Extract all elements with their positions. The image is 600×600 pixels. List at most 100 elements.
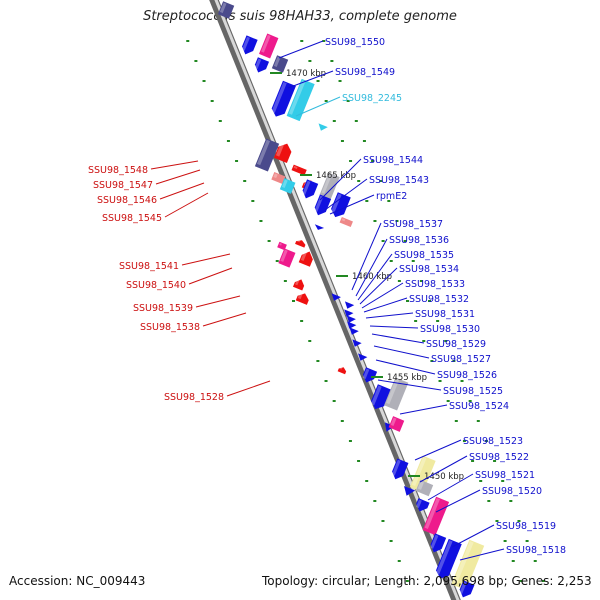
gene-shape [346, 315, 356, 323]
tick-mark [373, 220, 377, 222]
gene-feature [430, 533, 447, 553]
gene-shape [384, 377, 409, 411]
tick-mark [484, 440, 488, 442]
gene-label-ssu98_1526: SSU98_1526 [437, 370, 497, 381]
gene-shape [242, 35, 258, 55]
tick-mark [511, 560, 515, 562]
tick-mark [365, 200, 369, 202]
tick-mark [243, 180, 247, 182]
tick-mark [389, 540, 393, 542]
tick-mark [324, 380, 328, 382]
gene-label-ssu98_1519: SSU98_1519 [496, 521, 556, 532]
gene-feature [254, 138, 280, 172]
gene-shape [337, 367, 347, 375]
gene-highlight [453, 541, 474, 584]
gene-shape [430, 533, 447, 553]
gene-feature [295, 292, 309, 305]
gene-feature [286, 78, 315, 122]
gene-shape [291, 164, 307, 176]
gene-highlight [280, 249, 288, 262]
gene-label-ssu98_1549: SSU98_1549 [335, 67, 395, 78]
gene-feature [298, 250, 313, 267]
gene-label-ssu98_2245: SSU98_2245 [342, 93, 402, 104]
label-leader-line [155, 169, 201, 185]
gene-shape [279, 178, 296, 194]
topology-text: Topology: circular; Length: 2,095,698 bp… [262, 574, 592, 588]
gene-highlight [411, 456, 427, 487]
gene-label-ssu98_1543: SSU98_1543 [369, 175, 429, 186]
tick-mark [428, 300, 431, 302]
label-leader-line [287, 70, 334, 89]
tick-mark [379, 180, 383, 182]
gene-highlight [435, 540, 453, 575]
gene-label-ssu98_1531: SSU98_1531 [415, 309, 475, 320]
label-leader-line [351, 222, 382, 291]
gene-feature [422, 496, 450, 536]
label-leader-line [355, 238, 388, 297]
gene-label-ssu98_1520: SSU98_1520 [482, 486, 542, 497]
gene-shape [344, 309, 354, 317]
gene-feature [271, 172, 286, 184]
tick-mark [332, 400, 336, 402]
gene-feature [404, 486, 416, 496]
gene-feature [451, 539, 485, 591]
tick-mark [462, 440, 466, 442]
tick-mark [397, 560, 401, 562]
gene-shape [358, 353, 368, 361]
gene-highlight [339, 367, 343, 370]
kbp-marker-label: 1470 kbp [286, 69, 326, 79]
gene-highlight [297, 239, 301, 243]
gene-feature [346, 315, 356, 323]
gene-shape [292, 279, 305, 291]
tick-mark [226, 140, 230, 142]
gene-shape [331, 293, 341, 301]
gene-label-ssu98_1527: SSU98_1527 [431, 354, 491, 365]
tick-mark [471, 460, 475, 462]
tick-mark [365, 480, 369, 482]
gene-label-ssu98_1538: SSU98_1538 [140, 322, 200, 333]
gene-highlight [219, 2, 227, 13]
tick-mark [436, 320, 440, 322]
gene-highlight [275, 142, 285, 157]
gene-highlight [288, 80, 306, 115]
gene-highlight [321, 173, 332, 194]
gene-shape [286, 78, 315, 122]
gene-feature [217, 1, 235, 19]
label-leader-line [427, 473, 474, 501]
gene-highlight [390, 417, 397, 427]
label-leader-line [377, 379, 442, 391]
gene-feature [370, 384, 391, 410]
label-leader-line [195, 295, 241, 308]
gene-shape [318, 123, 328, 131]
tick-mark [519, 580, 523, 582]
label-leader-line [295, 96, 341, 117]
label-leader-line [357, 253, 393, 301]
tick-mark [267, 240, 271, 242]
gene-feature [292, 278, 305, 291]
tick-mark [503, 540, 507, 542]
gene-label-ssu98_1523: SSU98_1523 [463, 436, 523, 447]
tick-mark [541, 580, 545, 582]
tick-mark [371, 160, 375, 162]
tick-mark [479, 480, 483, 482]
gene-feature [409, 455, 436, 493]
label-leader-line [359, 267, 398, 305]
label-leader-line [419, 455, 468, 483]
gene-feature [291, 164, 307, 176]
gene-highlight [297, 292, 303, 300]
tick-mark [283, 280, 287, 282]
tick-mark [362, 140, 366, 142]
kbp-marker-label: 1460 kbp [352, 272, 392, 282]
tick-mark [202, 80, 206, 82]
gene-shape [451, 539, 485, 591]
tick-mark [251, 200, 255, 202]
tick-mark [259, 220, 263, 222]
tick-mark [468, 400, 472, 402]
label-leader-line [159, 182, 205, 200]
label-leader-line [150, 160, 199, 170]
gene-feature [415, 479, 434, 497]
gene-label-ssu98_1545: SSU98_1545 [102, 213, 162, 224]
tick-mark [330, 60, 334, 62]
